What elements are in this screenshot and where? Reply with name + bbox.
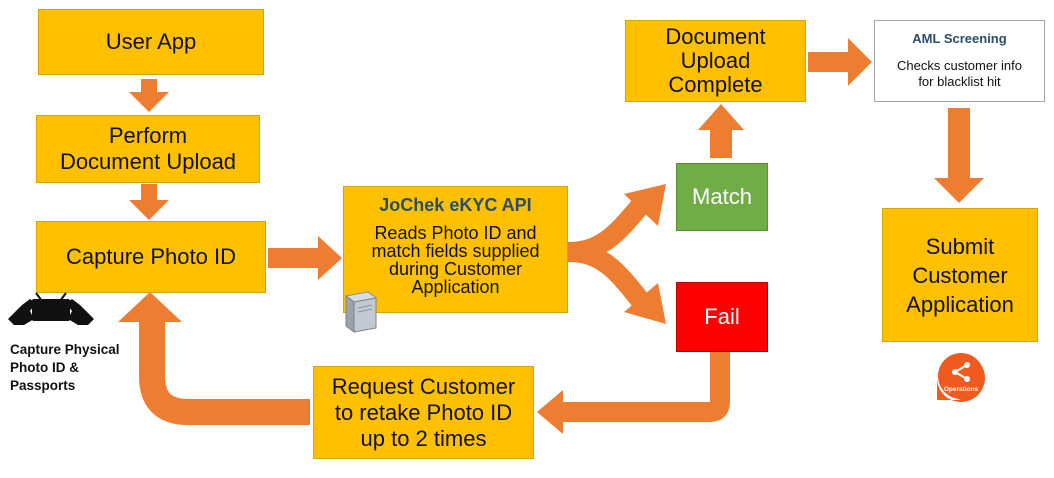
arrow-retake-to-capture-head [118,292,182,322]
perform-upload-box: Perform Document Upload [36,115,260,183]
submit-application-box: Submit Customer Application [882,208,1038,342]
arrow-complete-to-aml [808,38,872,86]
arrow-fail-to-retake [560,352,730,422]
jochek-api-box: JoChek eKYC API Reads Photo ID and match… [343,186,568,313]
server-icon [344,291,378,333]
submit-application-label: Submit Customer Application [906,233,1014,317]
arrow-capture-to-api [268,236,342,280]
arrow-userapp-to-upload [129,79,169,112]
api-description: Reads Photo ID and match fields supplied… [371,223,540,297]
match-label: Match [692,184,752,209]
fail-label: Fail [704,304,740,329]
upload-complete-box: Document Upload Complete [625,20,806,102]
user-app-box: User App [38,9,264,75]
upload-complete-label: Document Upload Complete [665,24,766,97]
aml-title: AML Screening [912,31,1007,46]
operations-badge: Operations [935,352,987,402]
capture-photo-box: Capture Photo ID [36,221,266,293]
arrow-aml-to-submit [934,108,984,203]
aml-description: Checks customer info for blacklist hit [897,58,1022,89]
operations-share-icon [937,353,985,402]
aml-screening-box: AML Screening Checks customer info for b… [874,20,1045,102]
capture-photo-label: Capture Photo ID [66,244,236,269]
user-app-label: User App [105,29,197,54]
match-box: Match [676,163,768,231]
arrow-api-fork [567,184,666,324]
arrow-upload-to-capture [129,184,169,220]
operations-label: Operations [943,386,979,393]
retake-photo-label: Request Customer to retake Photo ID up t… [331,373,516,451]
retake-photo-box: Request Customer to retake Photo ID up t… [313,366,534,459]
arrow-match-to-complete [698,104,744,158]
capture-physical-caption: Capture Physical Photo ID & Passports [10,342,120,393]
fail-box: Fail [676,282,768,352]
api-title: JoChek eKYC API [379,195,532,215]
arrow-fail-to-retake-head [537,390,563,434]
hands-holding-card-icon [8,292,94,325]
perform-upload-label: Perform Document Upload [59,123,237,174]
arrow-retake-to-capture [139,318,310,425]
